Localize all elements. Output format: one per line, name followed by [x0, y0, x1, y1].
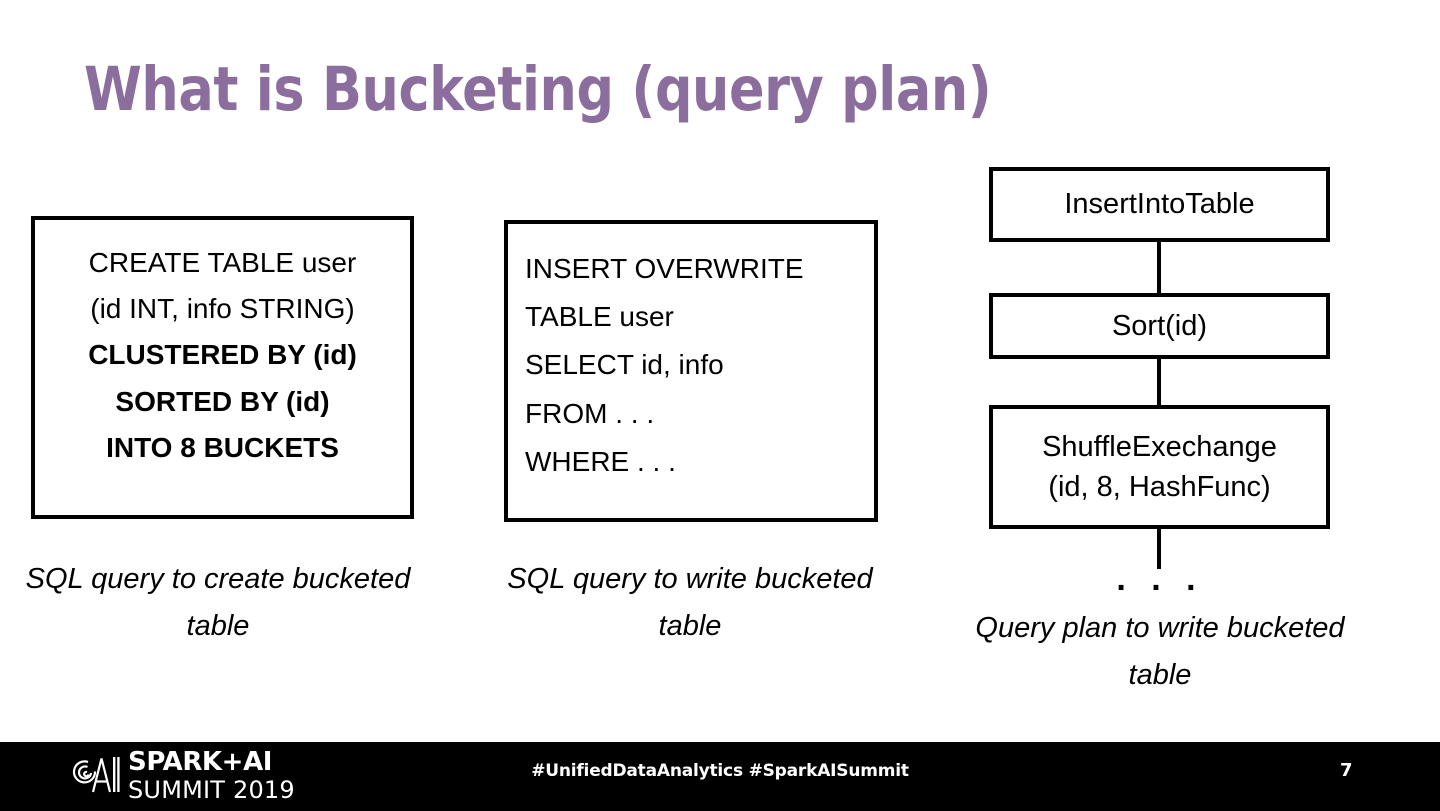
plan-node-label: ShuffleExechange	[1042, 430, 1277, 463]
plan-node-shuffle-exchange: ShuffleExechange (id, 8, HashFunc)	[989, 405, 1330, 529]
plan-connector-1	[1157, 241, 1161, 294]
sql-insert-line-1: INSERT OVERWRITE	[525, 253, 804, 284]
plan-node-sort: Sort(id)	[989, 293, 1330, 359]
sql-insert-line-2: TABLE user	[525, 301, 674, 333]
sql-create-line-3: CLUSTERED BY (id)	[88, 339, 357, 371]
plan-connector-3	[1157, 528, 1161, 569]
footer-hashtags: #UnifiedDataAnalytics #SparkAISummit	[531, 761, 909, 781]
logo-line-summit-2019: SUMMIT 2019	[128, 775, 295, 804]
spark-spiral-icon	[72, 757, 120, 793]
plan-ellipsis: . . .	[1116, 560, 1204, 598]
sql-create-line-5: INTO 8 BUCKETS	[106, 431, 339, 463]
plan-node-label: Sort(id)	[1111, 309, 1208, 342]
sql-insert-line-4: FROM . . .	[525, 397, 655, 429]
query-plan-caption: Query plan to write bucketed table	[975, 612, 1345, 691]
plan-node-sublabel: (id, 8, HashFunc)	[1048, 471, 1271, 503]
sql-insert-line-5: WHERE . . .	[525, 445, 676, 477]
page-number: 7	[1340, 760, 1353, 781]
plan-node-label: InsertIntoTable	[1064, 188, 1255, 221]
sql-create-line-1: CREATE TABLE user	[88, 247, 357, 278]
logo-line-spark-ai: SPARK+AI	[128, 746, 273, 777]
page-title: What is Bucketing (query plan)	[84, 54, 992, 125]
plan-connector-2	[1157, 358, 1161, 406]
sql-insert-overwrite-box: INSERT OVERWRITE TABLE user SELECT id, i…	[504, 220, 878, 522]
footer-bar	[0, 742, 1440, 811]
sql-insert-caption: SQL query to write bucketed table	[507, 563, 873, 642]
sql-insert-line-3: SELECT id, info	[525, 349, 724, 381]
spark-ai-summit-wordmark: SPARK+AI SUMMIT 2019	[128, 749, 295, 802]
sql-create-table-box: CREATE TABLE user (id INT, info STRING) …	[31, 216, 414, 519]
sql-create-caption: SQL query to create bucketed table	[25, 563, 411, 642]
plan-node-insert-into-table: InsertIntoTable	[989, 167, 1330, 242]
sql-create-line-2: (id INT, info STRING)	[90, 293, 355, 325]
spark-ai-summit-logo: SPARK+AI SUMMIT 2019	[68, 749, 295, 802]
sql-create-line-4: SORTED BY (id)	[115, 385, 330, 417]
